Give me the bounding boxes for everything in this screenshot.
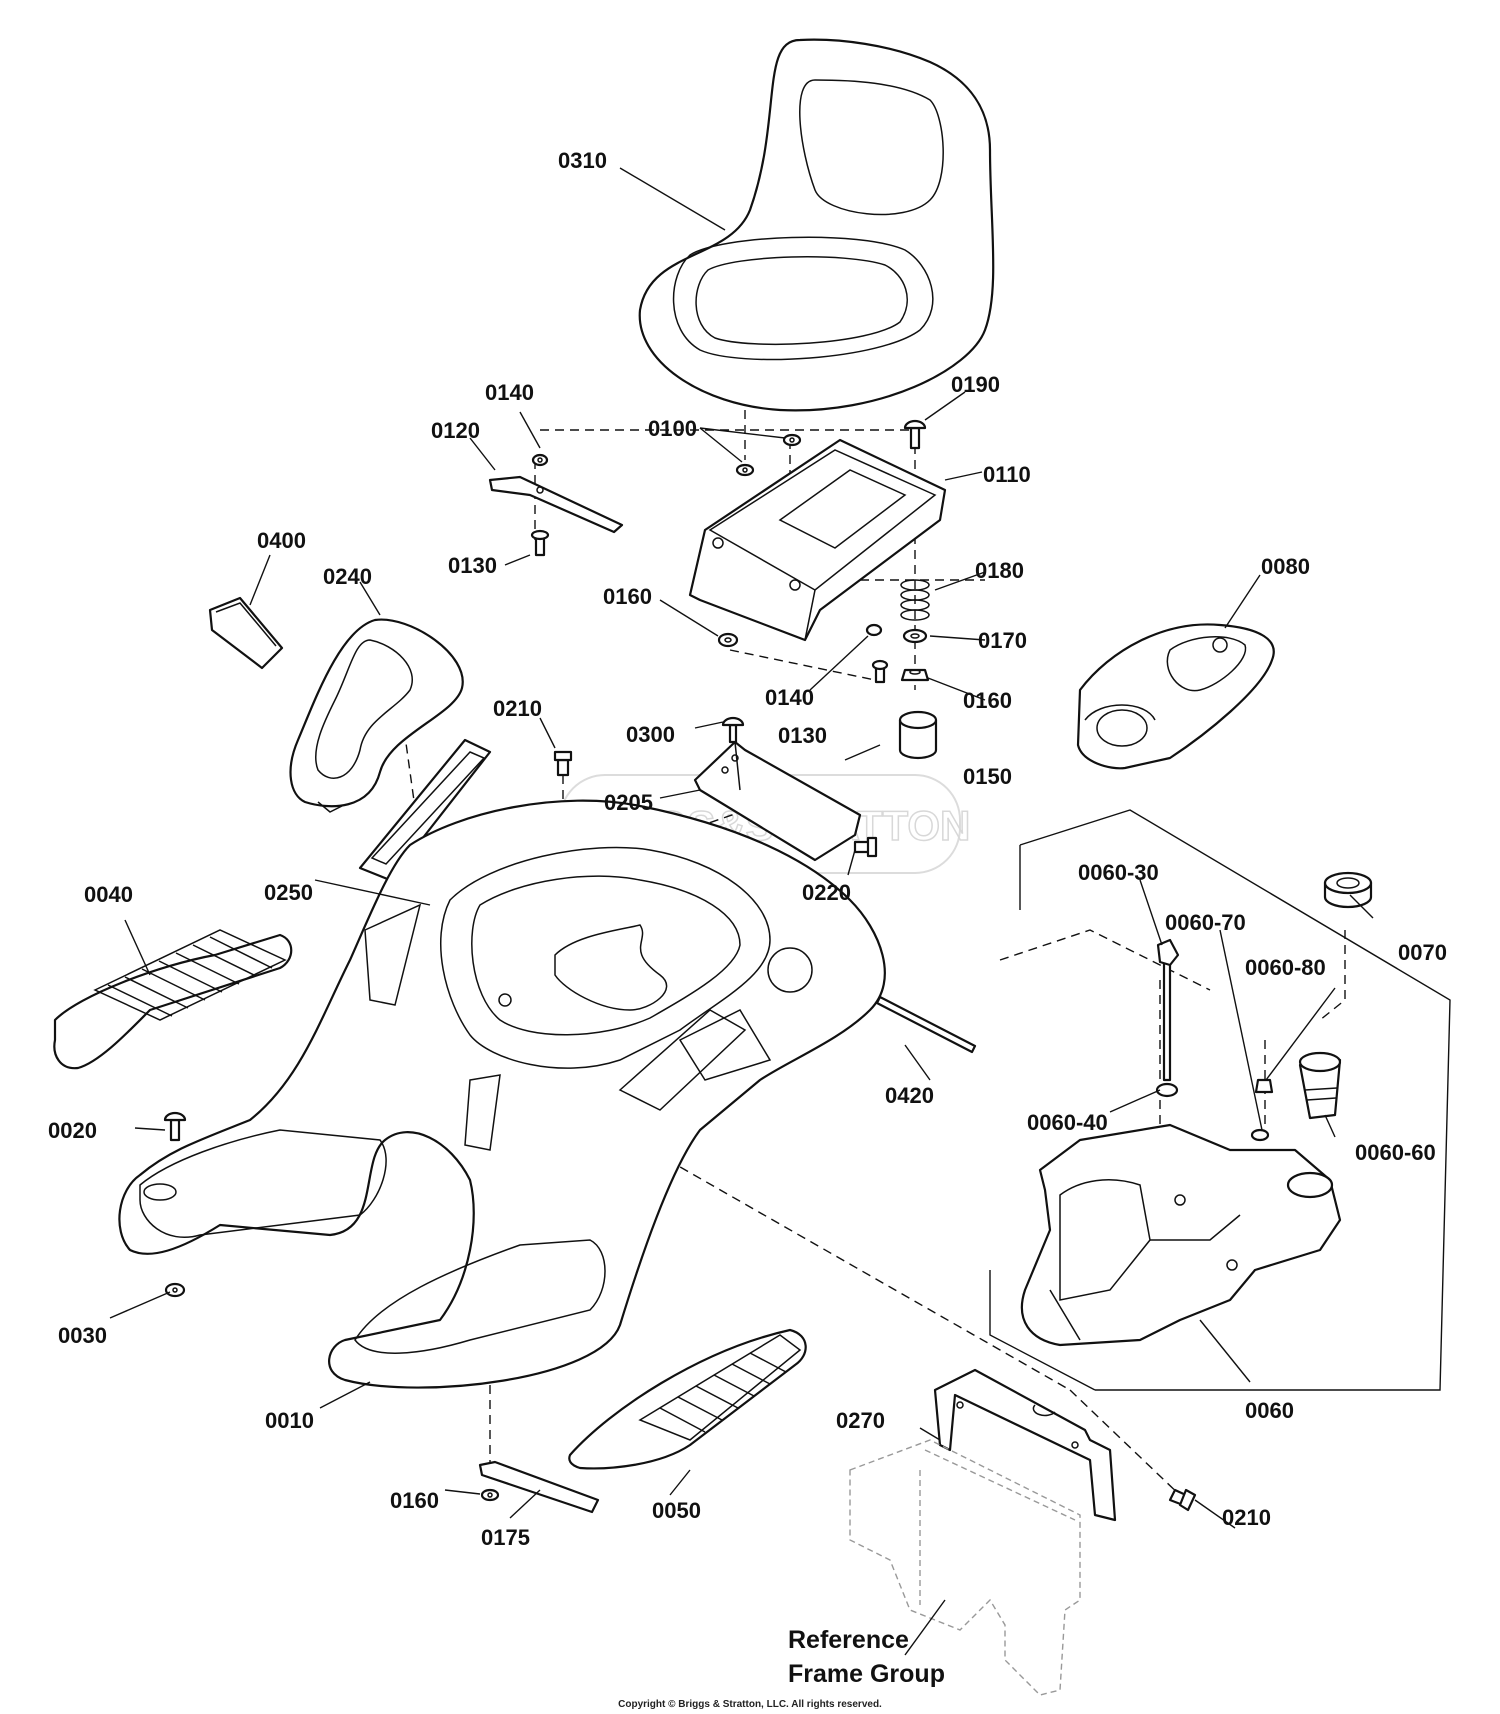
bolt-0210b[interactable] <box>1168 1488 1197 1512</box>
label-0170: 0170 <box>978 628 1027 653</box>
label-0120: 0120 <box>431 418 480 443</box>
label-0300: 0300 <box>626 722 675 747</box>
nut-0160a[interactable] <box>717 632 739 648</box>
label-0030: 0030 <box>58 1323 107 1348</box>
label-0020: 0020 <box>48 1118 97 1143</box>
bumper-0150[interactable] <box>898 710 938 760</box>
label-0205: 0205 <box>604 790 653 815</box>
bolt-0130a[interactable] <box>530 529 550 557</box>
label-0180: 0180 <box>975 558 1024 583</box>
label-0040: 0040 <box>84 882 133 907</box>
bolt-0300[interactable] <box>721 716 745 744</box>
label-0130a: 0130 <box>448 553 497 578</box>
label-0070: 0070 <box>1398 940 1447 965</box>
label-0060-40: 0060-40 <box>1027 1110 1108 1135</box>
fuel-tank-0060[interactable] <box>1020 1123 1342 1347</box>
label-0270: 0270 <box>836 1408 885 1433</box>
label-0210a: 0210 <box>493 696 542 721</box>
fuel-cap-0070[interactable] <box>1323 871 1373 909</box>
cupholder-console-0080[interactable] <box>1076 623 1275 770</box>
label-0080: 0080 <box>1261 554 1310 579</box>
reference-label-line1: Reference <box>788 1626 909 1654</box>
nut-0030[interactable] <box>164 1282 186 1298</box>
leader-lines <box>109 167 1374 1656</box>
bolt-0190[interactable] <box>903 419 927 450</box>
grommet-0060-40[interactable] <box>1155 1082 1179 1098</box>
filter-0060-60[interactable] <box>1298 1051 1342 1120</box>
label-0110: 0110 <box>983 462 1031 487</box>
label-0130b: 0130 <box>778 723 827 748</box>
seat-0310[interactable] <box>638 38 995 412</box>
pad-0400[interactable] <box>208 596 284 670</box>
washer-0100b[interactable] <box>782 433 802 447</box>
label-0100: 0100 <box>648 416 697 441</box>
nut-0160b[interactable] <box>900 668 930 682</box>
label-0150: 0150 <box>963 764 1012 789</box>
bolt-0130b[interactable] <box>871 659 889 684</box>
washer-0170[interactable] <box>902 628 928 644</box>
fender-body-0010[interactable] <box>118 799 886 1389</box>
bracket-0175[interactable] <box>478 1460 600 1514</box>
label-0060: 0060 <box>1245 1398 1294 1423</box>
label-0250: 0250 <box>264 880 313 905</box>
label-0010: 0010 <box>265 1408 314 1433</box>
fuel-tank-group-box <box>989 809 1451 1391</box>
label-0060-60: 0060-60 <box>1355 1140 1436 1165</box>
bolt-0220[interactable] <box>853 836 878 858</box>
fender-cover-0240[interactable] <box>289 618 464 813</box>
label-0400: 0400 <box>257 528 306 553</box>
bracket-0270[interactable] <box>933 1368 1117 1522</box>
label-0140b: 0140 <box>765 685 814 710</box>
part-labels: 0310 0190 0140 0120 0100 0110 0400 0130 … <box>48 148 1447 1710</box>
label-0060-70: 0060-70 <box>1165 910 1246 935</box>
label-0160b: 0160 <box>963 688 1012 713</box>
label-0160a: 0160 <box>603 584 652 609</box>
rod-0420[interactable] <box>875 995 977 1054</box>
label-0220: 0220 <box>802 880 851 905</box>
reference-label-line2: Frame Group <box>788 1660 945 1688</box>
seat-pan-0110[interactable] <box>688 438 947 642</box>
bolt-0020[interactable] <box>163 1111 187 1142</box>
grommet-0060-70[interactable] <box>1250 1128 1270 1142</box>
label-0060-80: 0060-80 <box>1245 955 1326 980</box>
bracket-0120[interactable] <box>488 475 624 534</box>
label-0060-30: 0060-30 <box>1078 860 1159 885</box>
label-0310: 0310 <box>558 148 607 173</box>
fitting-0060-80[interactable] <box>1254 1078 1274 1094</box>
fuel-gauge-0060-30[interactable] <box>1156 938 1180 1082</box>
label-0210b: 0210 <box>1222 1505 1271 1530</box>
label-0050: 0050 <box>652 1498 701 1523</box>
washer-0140b[interactable] <box>865 623 883 637</box>
footrest-0050[interactable] <box>568 1328 807 1470</box>
footrest-0040[interactable] <box>53 929 293 1070</box>
label-0175: 0175 <box>481 1525 530 1550</box>
reference-frame-outline <box>849 1439 1081 1696</box>
washer-0100a[interactable] <box>735 463 755 477</box>
washer-0140a[interactable] <box>531 453 549 467</box>
nut-0160c[interactable] <box>480 1488 500 1502</box>
copyright-text: Copyright © Briggs & Stratton, LLC. All … <box>618 1699 882 1710</box>
spring-0180[interactable] <box>900 579 930 621</box>
plate-0205[interactable] <box>693 740 862 862</box>
bolt-0210a[interactable] <box>553 750 573 777</box>
label-0190: 0190 <box>951 372 1000 397</box>
label-0140a: 0140 <box>485 380 534 405</box>
label-0240: 0240 <box>323 564 372 589</box>
label-0160c: 0160 <box>390 1488 439 1513</box>
label-0420: 0420 <box>885 1083 934 1108</box>
